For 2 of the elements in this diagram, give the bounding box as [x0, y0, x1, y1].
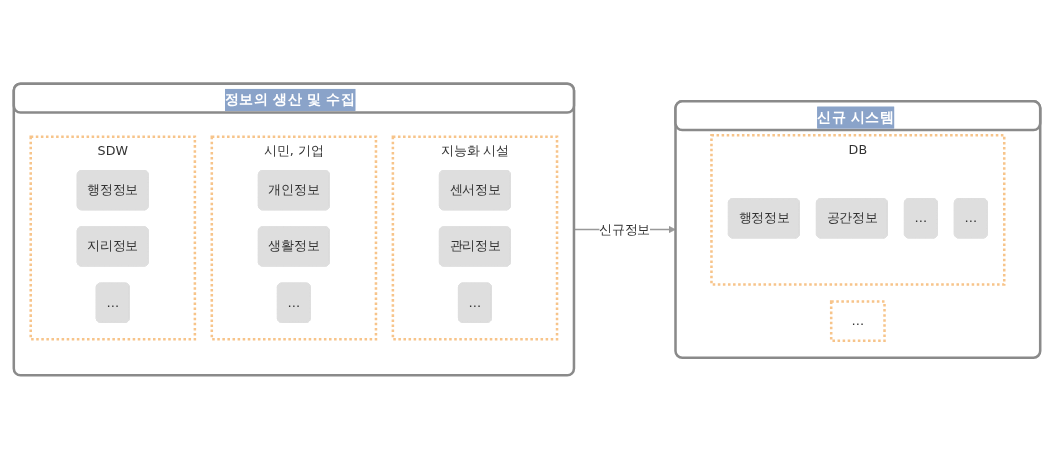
edge-label: 신규정보	[599, 221, 651, 237]
node-box: …	[829, 300, 886, 343]
